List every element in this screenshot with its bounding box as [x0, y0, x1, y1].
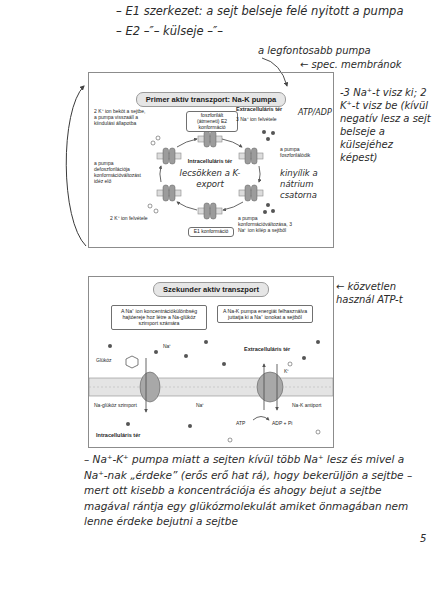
region-label: Intracelluláris tér: [180, 158, 240, 165]
node-text: Szekunder aktív transzport: [153, 282, 269, 297]
molecule-label: Glükóz: [96, 357, 126, 363]
transporter-label: Na-K antiport: [292, 402, 330, 408]
step-label: a pumpa foszforilálódik: [280, 146, 326, 158]
ion-label: Na⁺: [163, 343, 183, 349]
step-label: a pumpa defoszforilációja konformációvál…: [94, 160, 144, 184]
handwritten-note: – E2 –″– külseje –″–: [116, 24, 336, 39]
page-number: 5: [420, 532, 432, 545]
ion-label: Na⁺: [196, 402, 216, 408]
step-label: 2 K⁺ ion beköt a sejtbe, a pumpa visszaá…: [94, 108, 148, 126]
figure-panel: Szekunder aktív transzport A Na⁺ ion konc…: [88, 276, 334, 448]
handwritten-note: ← spec. membránok: [300, 58, 426, 71]
handwritten-note: ATP/ADP: [298, 108, 338, 118]
callout-box: A Na-K pumpa energiát felhasználva jutta…: [217, 305, 313, 323]
ion-label: K⁺: [284, 368, 300, 374]
node-text: foszforilált (átmeneti) E2 konformáció: [189, 113, 235, 130]
node-text: A Na⁺ ion koncentrációkülönbség hajtóere…: [115, 308, 203, 327]
state-tag: E1 konformáció: [188, 227, 234, 237]
hand-arrow: [66, 86, 86, 246]
step-label: a pumpa konformációváltozása, 3 Na⁺ ion …: [238, 215, 300, 233]
node-text: Primer aktív transzport: Na-K pumpa: [136, 92, 286, 107]
node-text: A Na-K pumpa energiát felhasználva jutta…: [221, 308, 309, 320]
node-text: E1 konformáció: [191, 229, 231, 235]
handwritten-note: kinyílik a nátrium csatorna: [280, 168, 332, 201]
callout-box: A Na⁺ ion koncentrációkülönbség hajtóere…: [111, 305, 207, 330]
state-tag: foszforilált (átmeneti) E2 konformáció: [186, 111, 238, 132]
molecule-label: ADP + Pi: [272, 420, 302, 426]
pump-cycle: [148, 130, 275, 219]
molecule-label: ATP: [236, 420, 252, 426]
step-label: 2 K⁺ ion felvétele: [110, 215, 154, 221]
region-label: Extracelluláris tér: [236, 106, 296, 113]
region-label: Extracelluláris tér: [244, 346, 314, 353]
handwritten-note: lecsökken a K-export: [176, 168, 244, 190]
membrane-illustration: [89, 340, 333, 442]
handwritten-note: – E1 szerkezet: a sejt belseje felé nyit…: [116, 4, 432, 19]
handwritten-paragraph: – Na⁺-K⁺ pumpa miatt a sejten kívül több…: [84, 452, 414, 530]
transporter-label: Na-glükóz szimport: [94, 402, 138, 408]
region-label: Intracelluláris tér: [96, 432, 166, 439]
step-label: 3 Na⁺ ion felvétele: [236, 116, 282, 122]
handwritten-note: ← közvetlen használ ATP-t: [336, 280, 432, 306]
handwritten-note: -3 Na⁺-t visz ki; 2 K⁺-t visz be (kívül …: [340, 86, 432, 164]
handwritten-note: a legfontosabb pumpa: [258, 44, 398, 57]
